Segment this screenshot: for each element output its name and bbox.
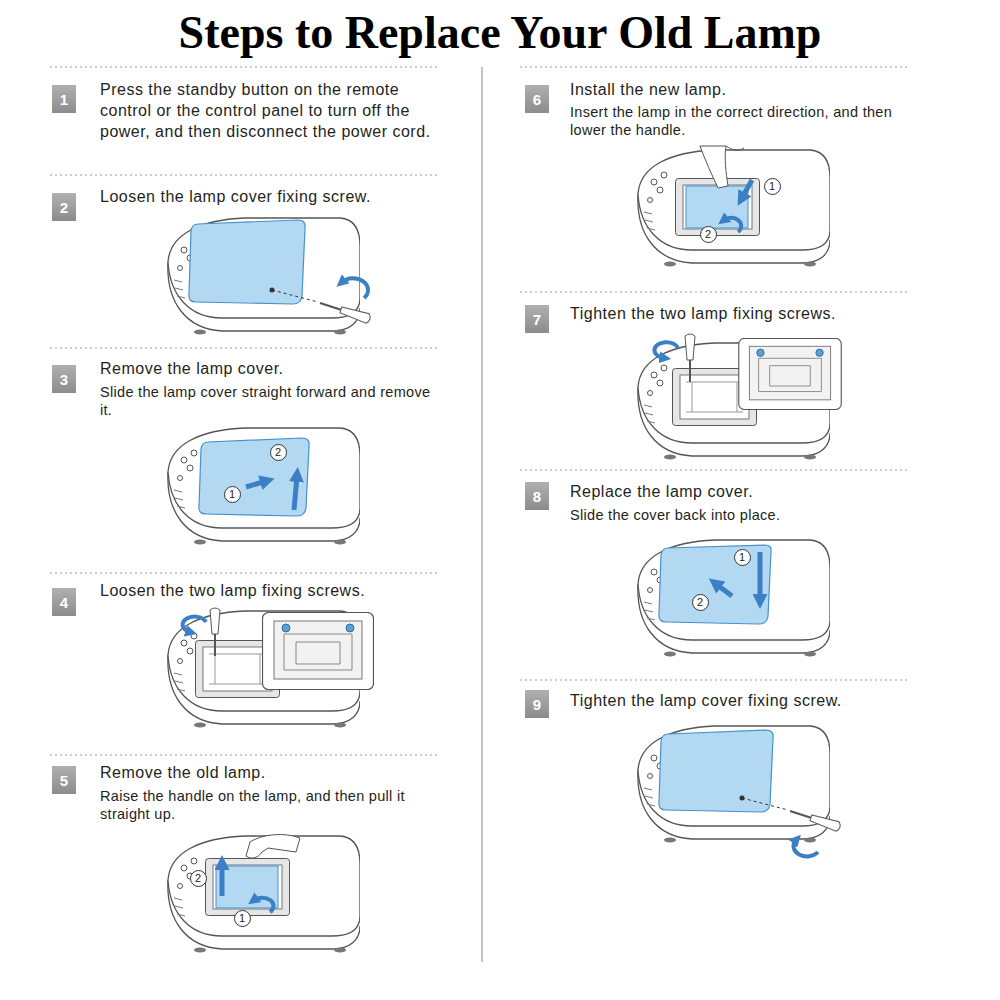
step-number-badge: 7 (525, 305, 549, 333)
callout-number: 1 (734, 549, 751, 566)
step-heading: Replace the lamp cover. (570, 481, 925, 502)
step-number-badge: 2 (52, 193, 76, 221)
step-number: 6 (533, 91, 541, 108)
callout-number: 2 (692, 594, 709, 611)
step-heading: Remove the old lamp. (100, 762, 455, 783)
callout-number: 1 (224, 486, 241, 503)
step-number-badge: 9 (525, 690, 549, 718)
step-number-badge: 5 (52, 766, 76, 794)
step-number: 3 (60, 371, 68, 388)
step-number: 5 (60, 772, 68, 789)
step-number-badge: 1 (52, 85, 76, 113)
step-number: 8 (533, 488, 541, 505)
step-number: 7 (533, 311, 541, 328)
step-heading: Press the standby button on the remote c… (100, 79, 455, 142)
step-heading: Loosen the lamp cover fixing screw. (100, 186, 455, 207)
step-heading: Loosen the two lamp fixing screws. (100, 580, 455, 601)
callout-number: 2 (190, 870, 207, 887)
step-heading: Install the new lamp. (570, 79, 925, 100)
title-text: Steps to Replace Your Old Lamp (0, 6, 1000, 59)
step-heading: Remove the lamp cover. (100, 358, 455, 379)
step-number: 1 (60, 91, 68, 108)
step-note: Slide the lamp cover straight forward an… (100, 383, 445, 419)
step-number-badge: 4 (52, 588, 76, 616)
step-number: 9 (533, 696, 541, 713)
callout-number: 1 (764, 178, 781, 195)
step-note: Slide the cover back into place. (570, 506, 915, 524)
step-number: 4 (60, 594, 68, 611)
callout-number: 2 (700, 226, 717, 243)
step-heading: Tighten the two lamp fixing screws. (570, 303, 925, 324)
callout-number: 1 (234, 910, 251, 927)
callout-number: 2 (270, 444, 287, 461)
step-note: Insert the lamp in the correct direction… (570, 103, 915, 139)
step-number-badge: 8 (525, 482, 549, 510)
step-number-badge: 3 (52, 365, 76, 393)
step-number-badge: 6 (525, 85, 549, 113)
step-number: 2 (60, 199, 68, 216)
step-heading: Tighten the lamp cover fixing screw. (570, 690, 925, 711)
step-note: Raise the handle on the lamp, and then p… (100, 787, 445, 823)
